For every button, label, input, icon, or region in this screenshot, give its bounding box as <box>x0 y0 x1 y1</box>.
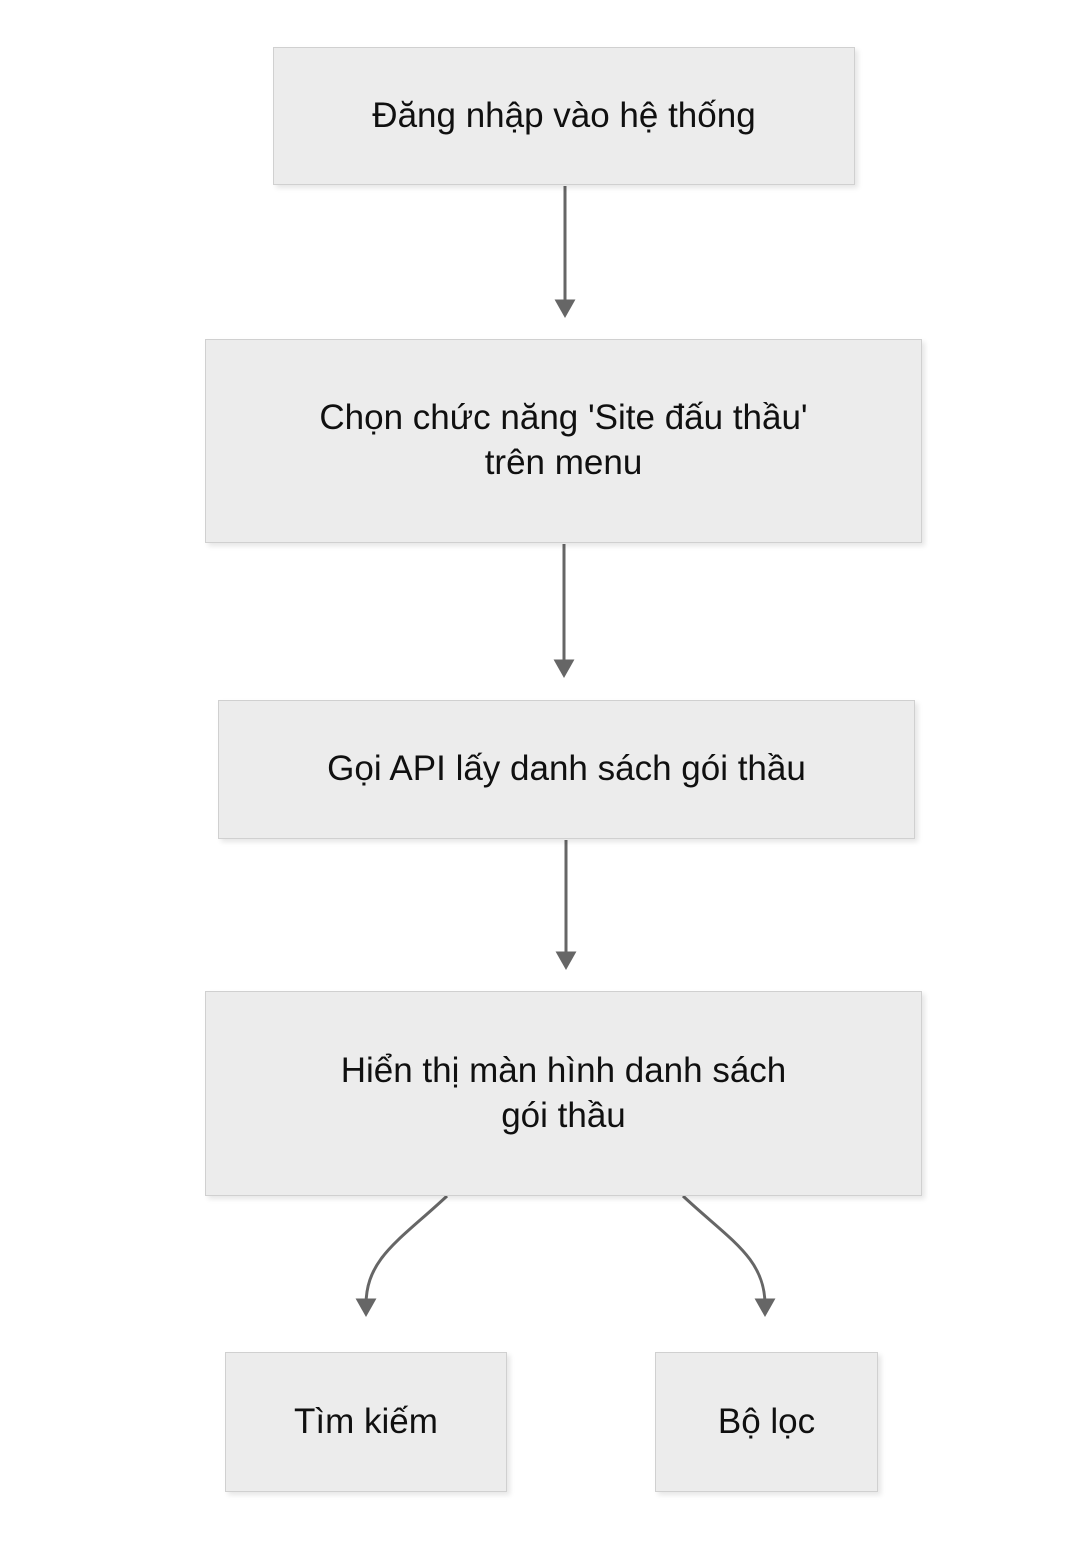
node-filter-label: Bộ lọc <box>717 1401 816 1441</box>
edge-display-to-search <box>355 1194 449 1317</box>
node-filter[interactable]: Bộ lọc <box>655 1352 878 1492</box>
edge-display-to-filter <box>681 1194 776 1317</box>
node-select-bidding-site-label: Chọn chức năng 'Site đấu thầu' trên menu <box>319 398 808 482</box>
node-search-label: Tìm kiếm <box>294 1401 438 1441</box>
node-login[interactable]: Đăng nhập vào hệ thống <box>273 47 855 185</box>
node-call-api-label: Gọi API lấy danh sách gói thầu <box>327 749 806 789</box>
node-search[interactable]: Tìm kiếm <box>225 1352 507 1492</box>
node-display-list-label: Hiển thị màn hình danh sách gói thầu <box>340 1050 787 1135</box>
node-select-bidding-site[interactable]: Chọn chức năng 'Site đấu thầu' trên menu <box>205 339 922 543</box>
node-login-label: Đăng nhập vào hệ thống <box>372 95 756 135</box>
node-call-api[interactable]: Gọi API lấy danh sách gói thầu <box>218 700 915 839</box>
node-display-list[interactable]: Hiển thị màn hình danh sách gói thầu <box>205 991 922 1196</box>
